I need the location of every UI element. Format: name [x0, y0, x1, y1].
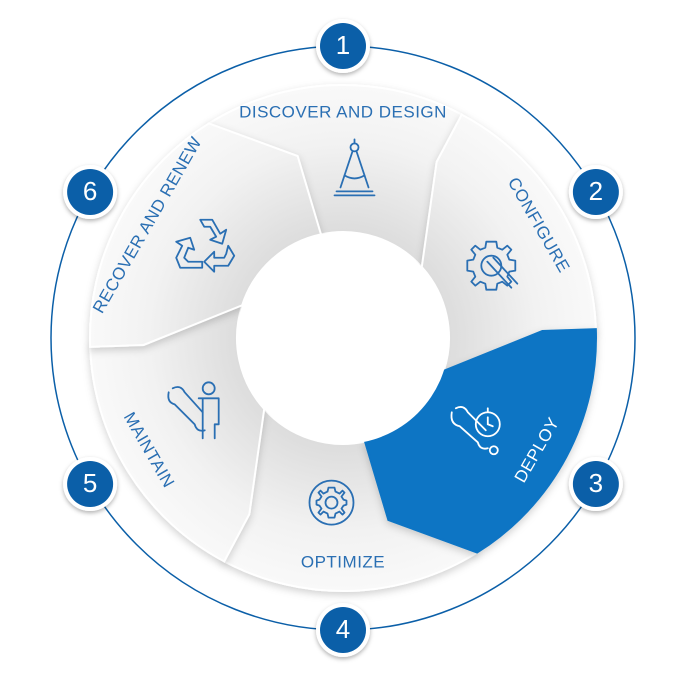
badge-fill [320, 607, 366, 653]
recycle-icon [175, 218, 236, 273]
step-number-2: 2 [589, 176, 603, 206]
badge-fill [67, 169, 114, 215]
drafting-compass-icon [333, 138, 376, 197]
center-hole [237, 232, 449, 444]
step-number-4: 4 [336, 614, 350, 644]
step-number-5: 5 [83, 468, 97, 498]
step-badge-2: 2 [568, 165, 623, 219]
badge-fill [67, 461, 114, 507]
wrench-stopwatch-icon [450, 406, 501, 456]
step-number-6: 6 [83, 176, 97, 206]
step-badges: 1 2 3 4 5 6 [63, 19, 623, 657]
gear-wrench-icon [466, 240, 519, 291]
step-number-1: 1 [336, 30, 350, 60]
step-label-1: DISCOVER AND DESIGN [239, 102, 447, 121]
gear-cycle-icon [308, 479, 355, 526]
step-badge-6: 6 [63, 165, 118, 219]
step-label-4: OPTIMIZE [301, 552, 385, 571]
step-badge-3: 3 [568, 457, 623, 511]
wheel-segments [89, 84, 597, 592]
badge-fill [572, 461, 619, 507]
segment-icons [167, 138, 519, 526]
badge-fill [572, 169, 619, 215]
badge-fill [320, 23, 366, 69]
step-number-3: 3 [589, 468, 603, 498]
step-badge-1: 1 [316, 19, 370, 73]
technician-wrench-icon [167, 381, 220, 440]
step-badge-4: 4 [316, 603, 370, 657]
step-badge-5: 5 [63, 457, 118, 511]
